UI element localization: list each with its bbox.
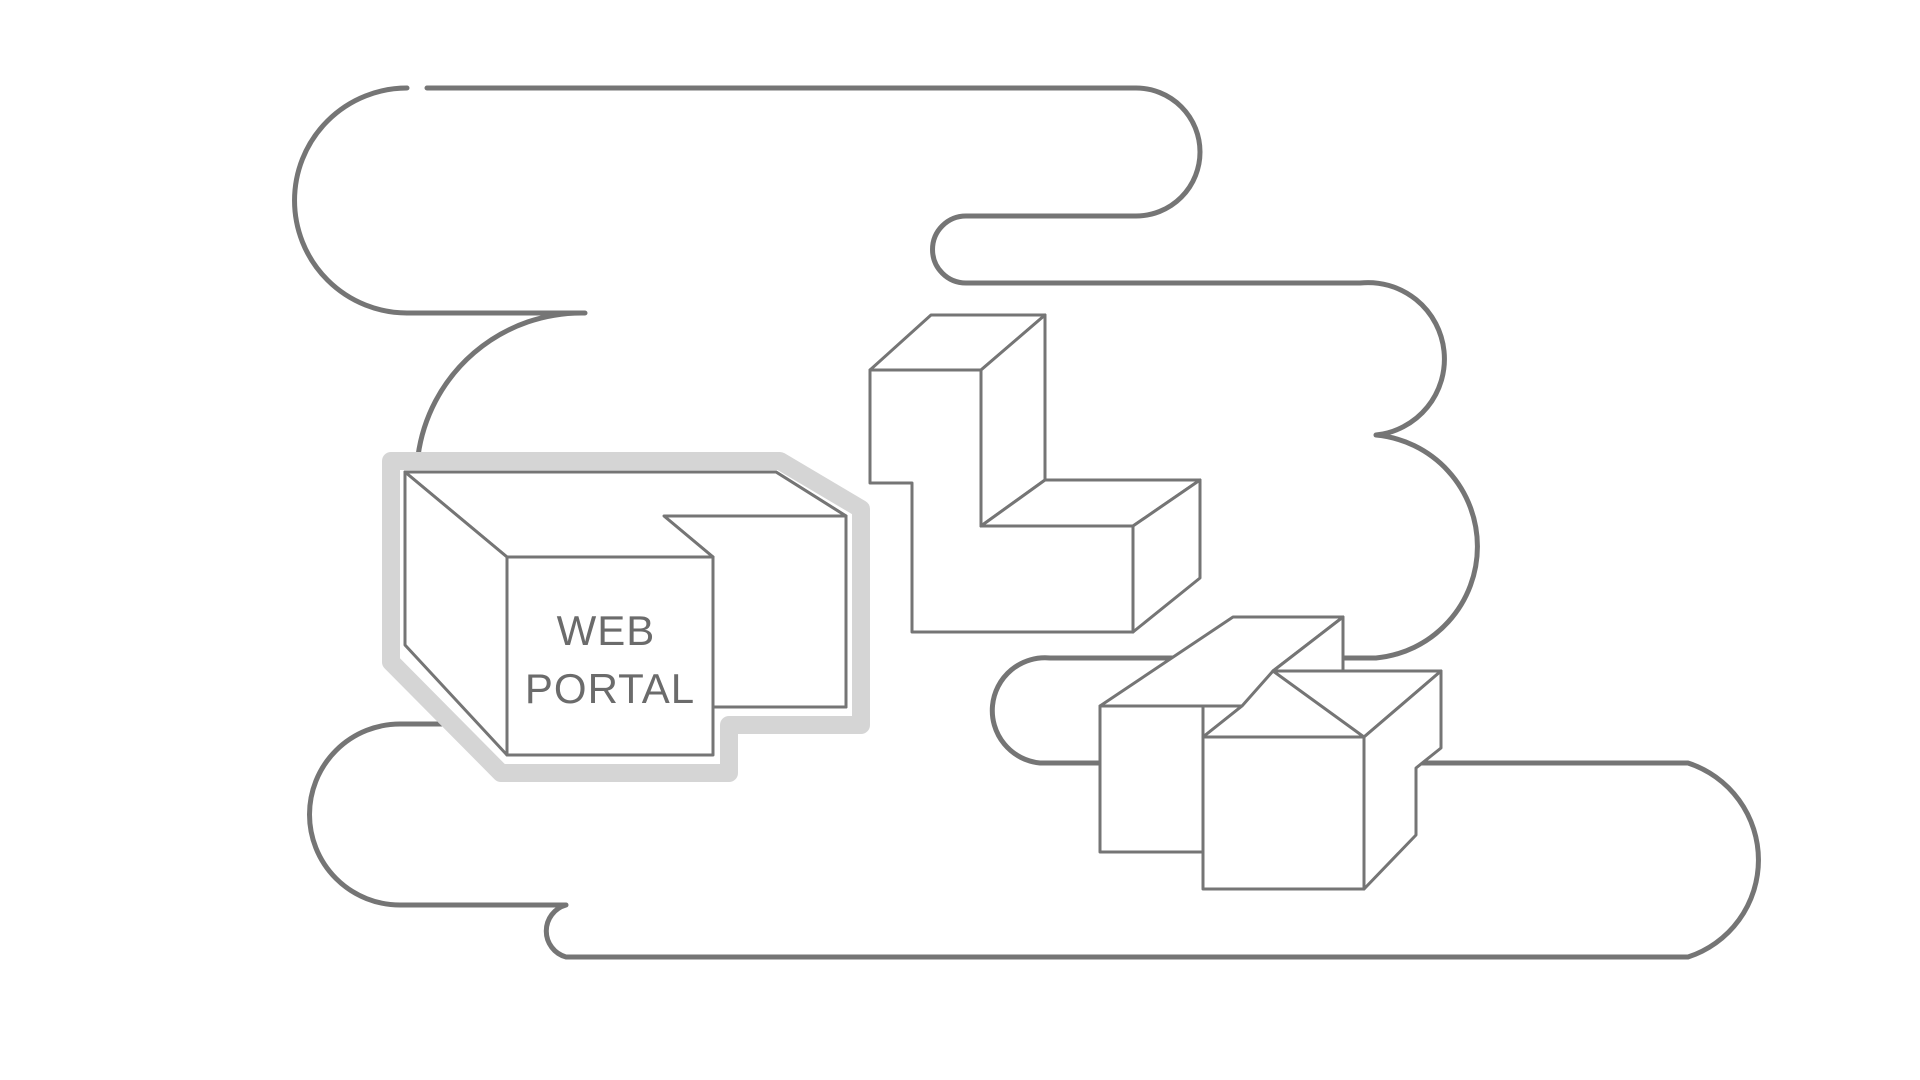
stepped-block (1098, 615, 1443, 891)
stepped-block-left-front (1098, 704, 1205, 854)
cloud-connector (404, 310, 588, 459)
web-portal-block: WEB PORTAL (382, 452, 870, 782)
stepped-block-back-side (1271, 615, 1345, 673)
web-portal-front-face (505, 555, 715, 757)
l-block-side-lower (1131, 478, 1202, 634)
l-shaped-block (868, 313, 1202, 634)
cloud-outline (292, 85, 1761, 960)
cloud-inner-curve (292, 85, 410, 316)
cloud-swirl-path (307, 85, 1761, 960)
web-portal-label-line-2: PORTAL (525, 665, 695, 712)
web-portal-label-line-1: WEB (557, 607, 656, 654)
web-portal-highlight (382, 452, 870, 782)
stepped-block-right-front (1201, 735, 1366, 891)
